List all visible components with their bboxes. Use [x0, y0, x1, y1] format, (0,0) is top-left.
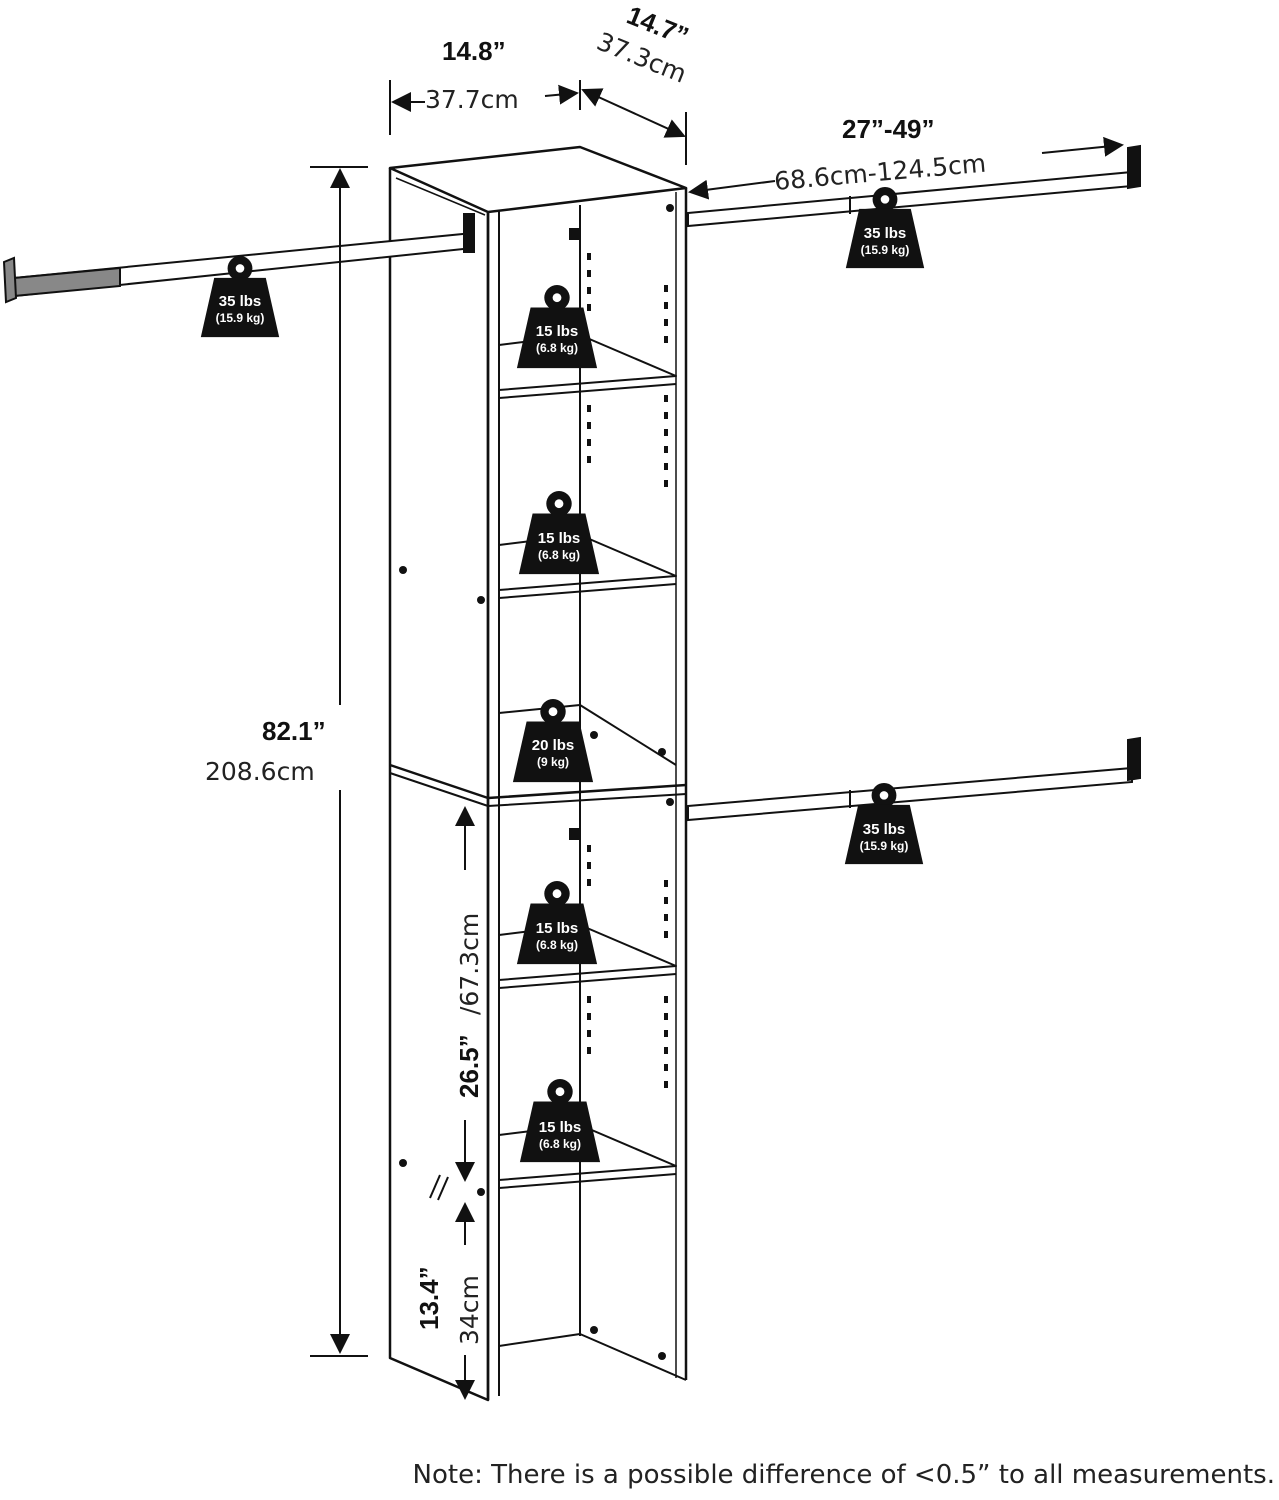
hanging-rods [2, 144, 1141, 822]
total-height-inches: 82.1” [262, 716, 326, 746]
section-height-inches: 26.5” [454, 1034, 484, 1098]
weight-icon-shelf-1: 15 lbs (6.8 kg) [516, 284, 598, 369]
weight-label: 15 lbs [539, 1119, 582, 1136]
width-inches: 14.8” [442, 36, 506, 66]
weight-sublabel: (15.9 kg) [861, 243, 910, 257]
weight-label: 35 lbs [863, 821, 906, 838]
weight-label: 35 lbs [864, 225, 907, 242]
weight-sublabel: (6.8 kg) [536, 938, 578, 952]
weight-label: 15 lbs [538, 530, 581, 547]
weight-sublabel: (15.9 kg) [860, 839, 909, 853]
weight-icon-rod-top-right: 35 lbs (15.9 kg) [845, 186, 925, 269]
base-height-centimeters: 34cm [455, 1275, 484, 1345]
rod-length-inches: 27”-49” [842, 114, 935, 144]
weight-label: 35 lbs [219, 293, 262, 310]
weight-sublabel: (6.8 kg) [538, 548, 580, 562]
section-height-centimeters: /67.3cm [455, 913, 484, 1015]
weight-sublabel: (6.8 kg) [536, 341, 578, 355]
weight-icon-shelf-5: 15 lbs (6.8 kg) [519, 1078, 601, 1163]
weight-label: 20 lbs [532, 737, 575, 754]
weight-icon-rod-left: 35 lbs (15.9 kg) [200, 255, 280, 338]
weight-sublabel: (6.8 kg) [539, 1137, 581, 1151]
measurement-note: Note: There is a possible difference of … [412, 1460, 1275, 1490]
weight-label: 15 lbs [536, 323, 579, 340]
total-height-centimeters: 208.6cm [205, 757, 315, 786]
weight-icon-shelf-4: 15 lbs (6.8 kg) [516, 880, 598, 965]
width-centimeters: 37.7cm [425, 85, 519, 114]
weight-sublabel: (15.9 kg) [216, 311, 265, 325]
base-height-inches: 13.4” [414, 1266, 444, 1330]
shelf-pin-holes [399, 204, 674, 1360]
weight-icon-rod-bottom-right: 35 lbs (15.9 kg) [844, 782, 924, 865]
weight-sublabel: (9 kg) [537, 755, 569, 769]
weight-label: 15 lbs [536, 920, 579, 937]
weight-icon-shelf-2: 15 lbs (6.8 kg) [518, 490, 600, 575]
weight-icon-shelf-middle: 20 lbs (9 kg) [512, 698, 594, 783]
dimension-lines [310, 80, 1124, 1400]
